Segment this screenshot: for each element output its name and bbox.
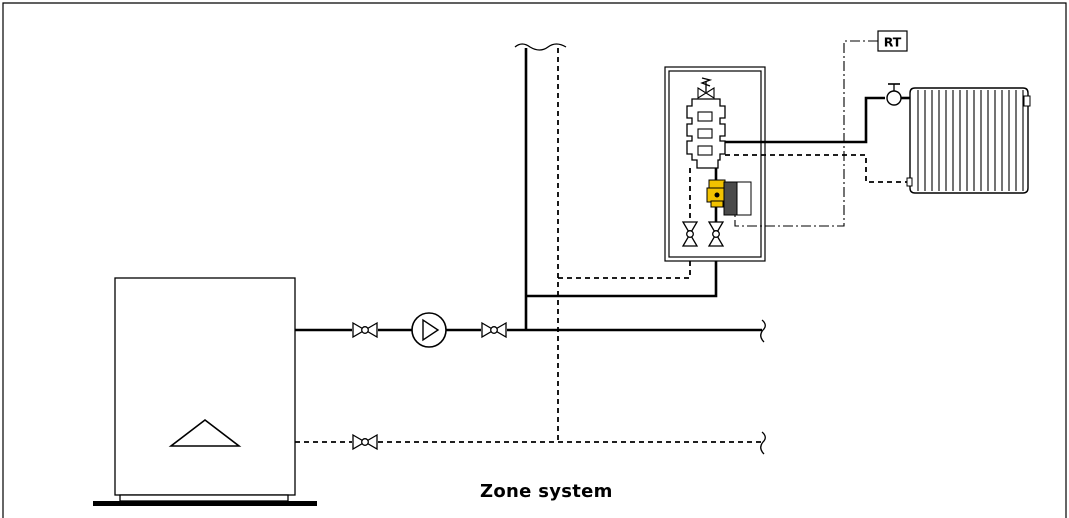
- pump-icon: [411, 312, 447, 348]
- room-thermostat: RT: [877, 30, 908, 52]
- pipe-break-icon: [760, 319, 766, 343]
- riser: [514, 43, 567, 442]
- thermostat-wiring: [734, 40, 878, 227]
- zone-valve: [706, 168, 728, 222]
- relief-valve-icon: [697, 87, 708, 99]
- supply-pipe: [295, 319, 766, 343]
- actuator: [723, 181, 752, 216]
- radiator-pipes: [725, 96, 912, 183]
- isolation-valve-1: [352, 321, 378, 339]
- burner-icon: [168, 418, 242, 447]
- zone-manifold: [686, 77, 726, 169]
- isolation-valve-2: [481, 321, 507, 339]
- thermostat-label: RT: [884, 35, 902, 50]
- boiler: [93, 277, 317, 506]
- riser-break-icon: [514, 43, 567, 51]
- boiler-base: [93, 501, 317, 506]
- manifold-valve-return: [681, 221, 699, 247]
- return-pipe: [295, 431, 766, 455]
- relief-valve-spring-icon: [700, 77, 713, 87]
- manifold-valve-supply: [707, 221, 725, 247]
- radiator: [906, 87, 1031, 194]
- radiator-valve: [886, 83, 912, 106]
- boiler-cabinet: [114, 277, 296, 496]
- boiler-plinth: [119, 494, 289, 502]
- diagram-caption: Zone system: [480, 481, 613, 502]
- isolation-valve-3: [352, 433, 378, 451]
- pipe-break-icon-2: [760, 431, 766, 455]
- zone-branch: [526, 247, 718, 298]
